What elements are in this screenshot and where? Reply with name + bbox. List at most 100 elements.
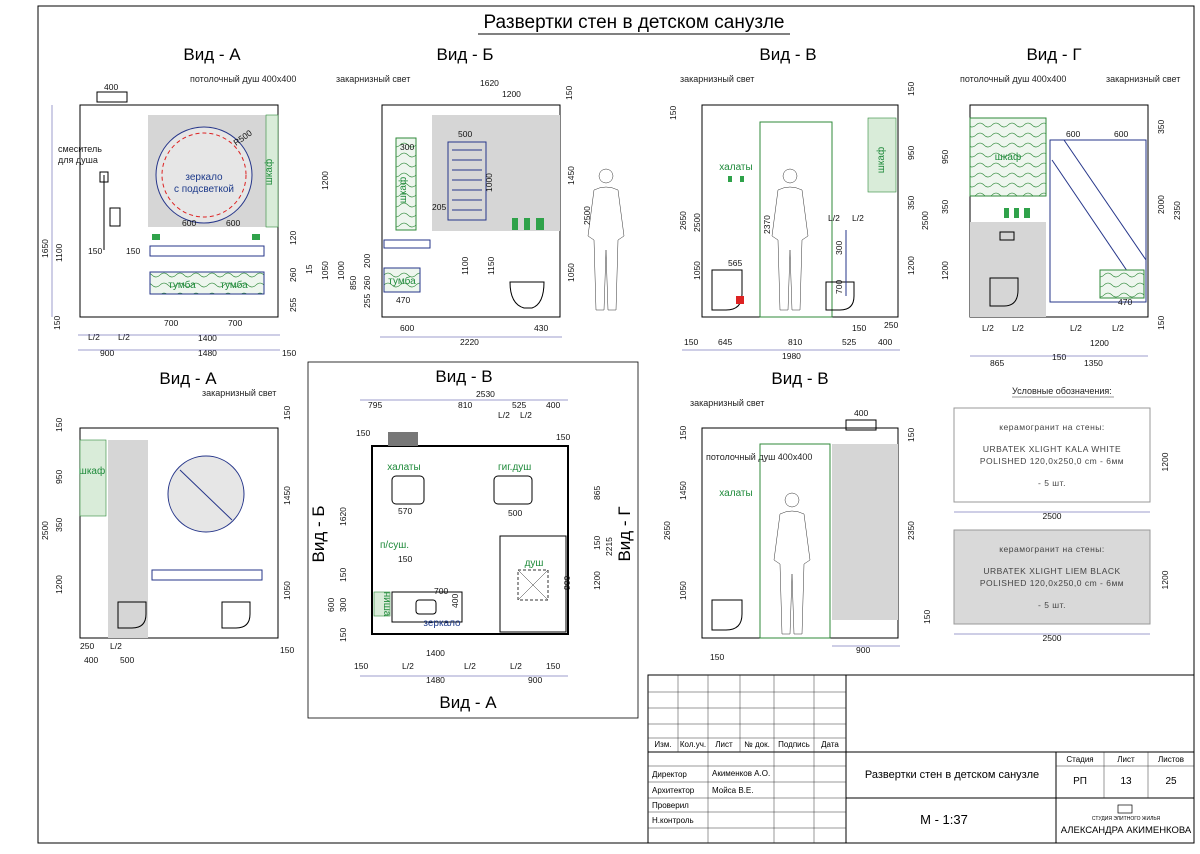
dim-1050-b: 1050 [320,261,330,280]
tb-sheet: 13 [1120,776,1132,787]
plan-toilet [391,475,425,505]
view-v2-label: Вид - В [771,369,828,388]
dim-2000: 2000 [1156,195,1166,214]
dim-1200-v: 1200 [906,256,916,275]
dim-255: 255 [288,298,298,312]
tile2-line1: URBATEK XLIGHT LIEM BLACK [983,566,1120,576]
dim-570: 570 [398,506,412,516]
mirror-backlight [161,132,247,218]
plan-label-bottom: Вид - А [439,693,497,712]
dim-150-a: 150 [282,348,296,358]
vanity-label-2: тумба [220,279,248,291]
view-g-cabinet [969,117,1047,197]
socket-1 [152,234,160,240]
dim-430: 430 [534,323,548,333]
plan-sink [415,599,437,615]
tb-role-director: Директор [652,770,687,779]
dim-2530: 2530 [476,389,495,399]
dim-150-mix: 150 [88,246,102,256]
view-v-door [759,121,833,318]
dim-150-mix-b: 150 [126,246,140,256]
dim-205: 205 [432,202,446,212]
dim-half-2: L/2 [118,332,130,342]
plan-shower-label: душ [525,558,544,569]
plan-frame [307,361,639,719]
plan-towel-label: п/суш. [380,540,409,551]
dim-2500-v: 2500 [692,213,702,232]
tb-role-ncontrol: Н.контроль [652,816,694,825]
human-figure-v2 [773,492,811,635]
dim-2220: 2220 [460,337,479,347]
dim-150-plan: 150 [398,554,412,564]
studio-small: СТУДИЯ ЭЛИТНОГО ЖИЛЬЯ [1092,816,1161,822]
mirror-label-line1: зеркало [185,172,223,183]
dim-1050-bright: 1050 [566,263,576,282]
legend: Условные обозначения: керамогранит на ст… [953,386,1170,643]
dim-1350: 1350 [1084,358,1103,368]
dim-half-1: L/2 [88,332,100,342]
dim-150-planb2: 150 [354,661,368,671]
tb-col-list: Лист [715,740,733,749]
dim-half-plan2: L/2 [520,410,532,420]
dim-350-g: 350 [940,200,950,214]
cornice-note-g: закарнизный свет [1106,74,1180,84]
dim-525-plan: 525 [512,400,526,410]
dim-1200-plan: 1200 [592,571,602,590]
dim-half-a2: L/2 [110,641,122,651]
bottle-g2 [1014,208,1019,218]
dim-260-b: 260 [362,276,372,290]
dim-400-v2: 400 [854,408,868,418]
dim-950-a2: 950 [54,470,64,484]
tile1-height: 1200 [1160,452,1170,471]
plan-shower-x2 [517,569,549,601]
dim-795: 795 [368,400,382,410]
dim-400-v: 400 [878,337,892,347]
v2-shower-head [845,419,877,431]
dim-900-v2: 900 [856,645,870,655]
view-a2-cabinet-label: шкаф [79,465,105,477]
dim-600-plan: 600 [326,598,336,612]
plan-bidet [493,475,533,505]
view-a2-counter [151,569,263,581]
dim-2215: 2215 [604,537,614,556]
human-figure-v [771,168,809,311]
dim-200-b: 200 [362,254,372,268]
dim-1150: 1150 [486,256,496,275]
dim-half-plan1: L/2 [498,410,510,420]
dim-1100-b: 1100 [460,256,470,275]
dim-2500-vr: 2500 [920,211,930,230]
dim-600-g1: 600 [1066,129,1080,139]
legend-tile-white [953,407,1151,503]
view-v2-door [759,443,831,639]
dim-150-a2: 150 [54,418,64,432]
cornice-note-v: закарнизный свет [680,74,754,84]
dim-150-vr: 150 [906,82,916,96]
plan-robes-label: халаты [387,462,420,473]
bottle-1 [512,218,518,230]
plan-walls [371,445,569,635]
view-g-room-outline [969,104,1149,318]
dim-250-a2: 250 [80,641,94,651]
studio-logo: СТУДИЯ ЭЛИТНОГО ЖИЛЬЯ АЛЕКСАНДРА АКИМЕНК… [1061,804,1192,836]
dim-1650: 1650 [40,239,50,258]
floor-drain-marker [736,296,744,304]
mirror-reflection-a2 [179,469,233,521]
dim-150-v2: 150 [678,426,688,440]
dim-150-v: 150 [668,106,678,120]
dim-120: 120 [288,231,298,245]
robe-hook-2 [740,176,744,182]
dim-600-b: 600 [226,218,240,228]
dim-470-b: 470 [396,295,410,305]
dim-150-planl: 150 [338,568,348,582]
view-v-robes-label: халаты [719,162,752,173]
tile1-line2: POLISHED 120,0x250,0 cm - 6мм [980,456,1124,466]
dim-865-plan: 865 [592,486,602,500]
view-b-cabinet [395,137,417,231]
bottle-g3 [1024,208,1030,218]
tb-role-architect: Архитектор [652,786,695,795]
dim-400-plant: 400 [546,400,560,410]
sheet-title: Развертки стен в детском санузле [484,12,785,33]
view-a2-bidet [117,601,147,629]
tb-col-podpis: Подпись [778,740,810,749]
dim-half-plan3: L/2 [402,661,414,671]
